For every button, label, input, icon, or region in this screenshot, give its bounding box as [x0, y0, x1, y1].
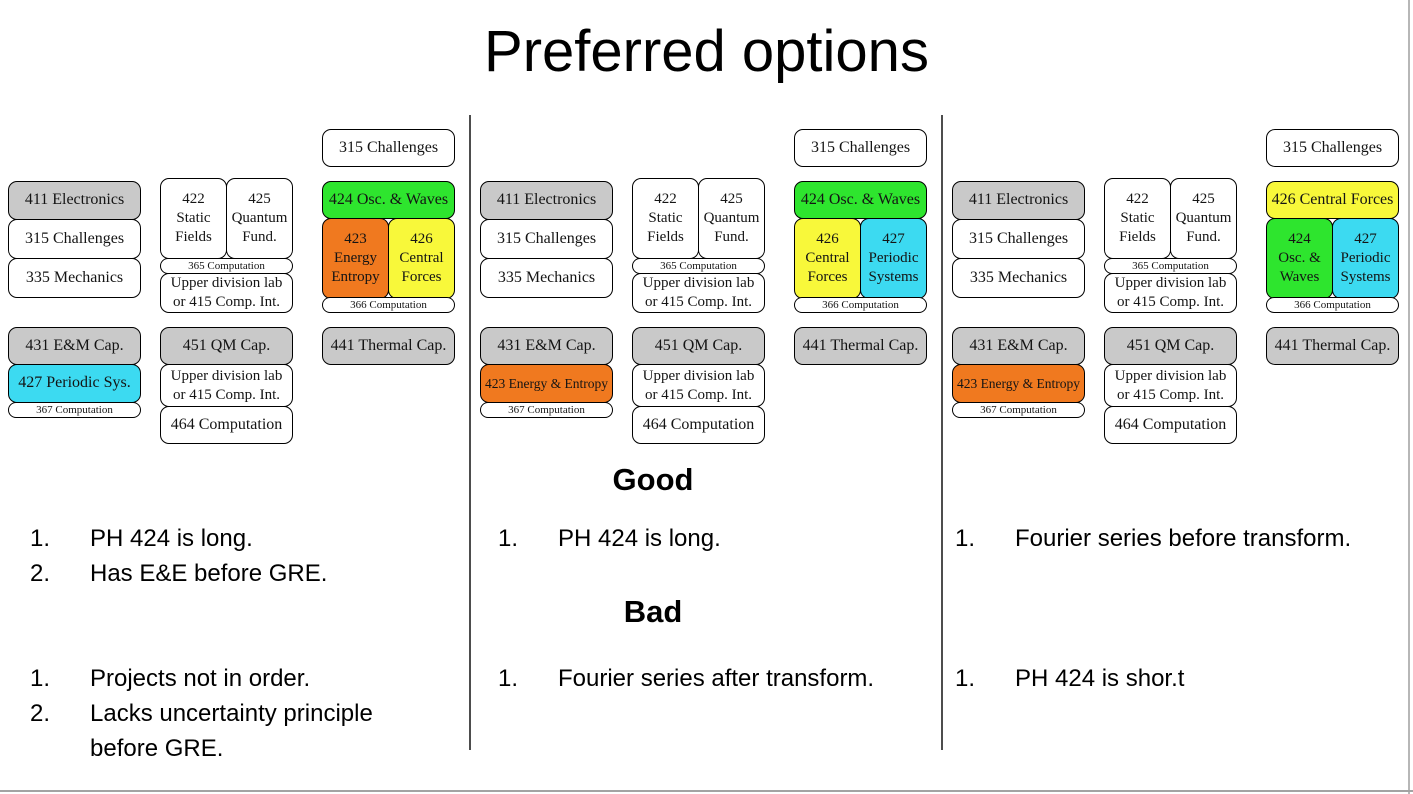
- note-text: Lacks uncertainty principle before GRE.: [90, 700, 373, 762]
- static-fields-box: 422 Static Fields: [160, 178, 227, 259]
- note-number: [30, 521, 90, 556]
- challenges-box: 315 Challenges: [322, 129, 455, 167]
- note-text: Fourier series before transform.: [1015, 525, 1352, 552]
- em-capstone-box: 431 E&M Cap.: [480, 327, 613, 365]
- thermal-capstone-box: 441 Thermal Cap.: [794, 327, 927, 365]
- mid-course-box: 423 Energy & Entropy: [480, 364, 613, 403]
- note-number: [30, 696, 90, 766]
- note-text: Fourier series after transform.: [558, 665, 875, 692]
- note-item: Fourier series before transform.: [955, 521, 1351, 556]
- intro-box-challenges: 315 Challenges: [952, 219, 1085, 259]
- qm-capstone-box: 451 QM Cap.: [1104, 327, 1237, 365]
- computation-bar-366: 366 Computation: [1266, 297, 1399, 313]
- intro-box-electronics: 411 Electronics: [952, 181, 1085, 220]
- quantum-fund-box: 425 Quantum Fund.: [698, 178, 765, 259]
- option-section-1: 315 Challenges 411 Electronics 315 Chall…: [6, 0, 468, 794]
- upper-lab-box: Upper division lab or 415 Comp. Int.: [632, 273, 765, 313]
- upper-lab-box: Upper division lab or 415 Comp. Int.: [160, 273, 293, 313]
- intro-box-challenges: 315 Challenges: [8, 219, 141, 259]
- intro-box-challenges: 315 Challenges: [480, 219, 613, 259]
- thermal-capstone-box: 441 Thermal Cap.: [322, 327, 455, 365]
- em-capstone-box: 431 E&M Cap.: [952, 327, 1085, 365]
- note-text: Projects not in order.: [90, 665, 311, 692]
- upper-lab-box: Upper division lab or 415 Comp. Int.: [1104, 273, 1237, 313]
- note-number: [955, 521, 1015, 556]
- section-divider-1: [469, 115, 471, 750]
- note-number: [955, 661, 1015, 696]
- note-item: Lacks uncertainty principle before GRE.: [30, 696, 430, 766]
- note-number: [30, 556, 90, 591]
- computation-bar-367: 367 Computation: [480, 402, 613, 418]
- bottom-edge-line: [0, 790, 1413, 792]
- paradigm-left-box: 426 Central Forces: [794, 218, 861, 299]
- notes-good: Fourier series before transform.: [955, 521, 1351, 556]
- computation-bar-366: 366 Computation: [322, 297, 455, 313]
- mid-course-box: 427 Periodic Sys.: [8, 364, 141, 403]
- computation-bar-367: 367 Computation: [952, 402, 1085, 418]
- static-fields-box: 422 Static Fields: [632, 178, 699, 259]
- paradigm-left-box: 423 Energy Entropy: [322, 218, 389, 299]
- notes-bad: PH 424 is shor.t: [955, 661, 1184, 696]
- upper-lab-box-2: Upper division lab or 415 Comp. Int.: [1104, 364, 1237, 407]
- em-capstone-box: 431 E&M Cap.: [8, 327, 141, 365]
- qm-capstone-box: 451 QM Cap.: [160, 327, 293, 365]
- paradigm-right-box: 427 Periodic Systems: [1332, 218, 1399, 299]
- computation-bar-365: 365 Computation: [160, 258, 293, 274]
- computation-464-box: 464 Computation: [1104, 406, 1237, 444]
- intro-box-mechanics: 335 Mechanics: [952, 258, 1085, 298]
- paradigm-full-box: 424 Osc. & Waves: [322, 181, 455, 219]
- slide-title: Preferred options: [484, 19, 929, 84]
- note-number: [30, 661, 90, 696]
- upper-lab-box-2: Upper division lab or 415 Comp. Int.: [160, 364, 293, 407]
- section-divider-2: [941, 115, 943, 750]
- notes-good: PH 424 is long. Has E&E before GRE.: [30, 521, 327, 591]
- computation-bar-367: 367 Computation: [8, 402, 141, 418]
- good-heading: Good: [612, 462, 694, 497]
- thermal-capstone-box: 441 Thermal Cap.: [1266, 327, 1399, 365]
- quantum-fund-box: 425 Quantum Fund.: [226, 178, 293, 259]
- note-item: PH 424 is shor.t: [955, 661, 1184, 696]
- option-section-2: 315 Challenges 411 Electronics 315 Chall…: [478, 0, 940, 794]
- intro-box-mechanics: 335 Mechanics: [480, 258, 613, 298]
- note-item: PH 424 is long.: [30, 521, 327, 556]
- computation-bar-365: 365 Computation: [1104, 258, 1237, 274]
- bad-heading: Bad: [623, 594, 683, 629]
- mid-course-box: 423 Energy & Entropy: [952, 364, 1085, 403]
- upper-lab-box-2: Upper division lab or 415 Comp. Int.: [632, 364, 765, 407]
- note-text: PH 424 is long.: [558, 525, 721, 552]
- static-fields-box: 422 Static Fields: [1104, 178, 1171, 259]
- right-edge-line: [1408, 0, 1410, 794]
- intro-box-electronics: 411 Electronics: [480, 181, 613, 220]
- note-item: Fourier series after transform.: [498, 661, 874, 696]
- qm-capstone-box: 451 QM Cap.: [632, 327, 765, 365]
- note-item: Has E&E before GRE.: [30, 556, 327, 591]
- computation-464-box: 464 Computation: [632, 406, 765, 444]
- challenges-box: 315 Challenges: [794, 129, 927, 167]
- computation-bar-365: 365 Computation: [632, 258, 765, 274]
- note-text: PH 424 is long.: [90, 525, 253, 552]
- paradigm-full-box: 426 Central Forces: [1266, 181, 1399, 219]
- note-number: [498, 521, 558, 556]
- paradigm-full-box: 424 Osc. & Waves: [794, 181, 927, 219]
- intro-box-electronics: 411 Electronics: [8, 181, 141, 220]
- paradigm-left-box: 424 Osc. & Waves: [1266, 218, 1333, 299]
- challenges-box: 315 Challenges: [1266, 129, 1399, 167]
- quantum-fund-box: 425 Quantum Fund.: [1170, 178, 1237, 259]
- computation-464-box: 464 Computation: [160, 406, 293, 444]
- option-section-3: 315 Challenges 411 Electronics 315 Chall…: [950, 0, 1412, 794]
- paradigm-right-box: 427 Periodic Systems: [860, 218, 927, 299]
- note-number: [498, 661, 558, 696]
- notes-good: PH 424 is long.: [498, 521, 721, 556]
- notes-bad: Fourier series after transform.: [498, 661, 874, 696]
- intro-box-mechanics: 335 Mechanics: [8, 258, 141, 298]
- computation-bar-366: 366 Computation: [794, 297, 927, 313]
- note-text: Has E&E before GRE.: [90, 560, 328, 587]
- note-item: Projects not in order.: [30, 661, 430, 696]
- note-text: PH 424 is shor.t: [1015, 665, 1185, 692]
- note-item: PH 424 is long.: [498, 521, 721, 556]
- paradigm-right-box: 426 Central Forces: [388, 218, 455, 299]
- notes-bad: Projects not in order. Lacks uncertainty…: [30, 661, 430, 766]
